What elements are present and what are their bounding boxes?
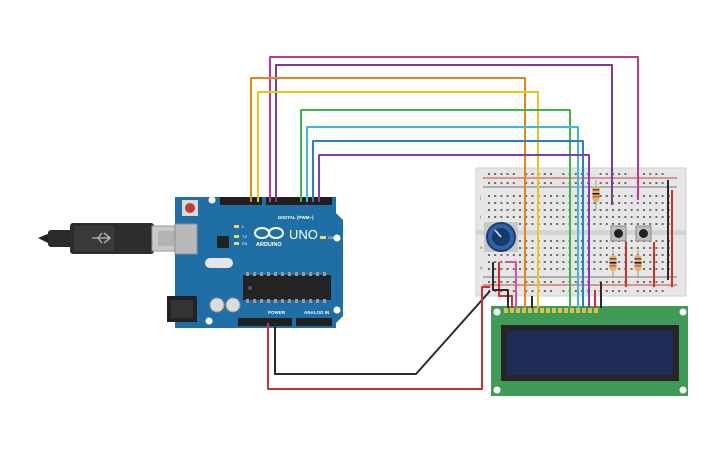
wire-orange <box>250 77 526 308</box>
crystal-oscillator <box>205 258 233 268</box>
digital-header-label: DIGITAL (PWM~) <box>278 215 314 220</box>
row-label-e: e <box>480 245 483 250</box>
led-rx <box>234 242 239 245</box>
led-on <box>320 236 326 239</box>
wire-gnd-black <box>274 290 491 375</box>
capacitor-1 <box>209 297 225 313</box>
push-button-2[interactable] <box>635 225 652 242</box>
wire-pot-pink <box>505 261 517 308</box>
resistor-3[interactable] <box>634 250 642 278</box>
digital-header[interactable] <box>220 197 332 205</box>
resistor-1[interactable] <box>592 180 600 210</box>
power-header-label: POWER <box>268 310 286 315</box>
wire-green <box>300 109 571 308</box>
led-tx <box>234 235 239 238</box>
wire-yellow <box>257 91 539 308</box>
resistor-2[interactable] <box>609 250 617 278</box>
led-rx-label: RX <box>242 241 248 246</box>
reset-button[interactable] <box>182 200 198 216</box>
wire-pot-black <box>492 262 509 308</box>
wire-blue <box>312 140 584 308</box>
usb-symbol-icon <box>92 232 112 244</box>
analog-header[interactable] <box>296 318 332 326</box>
potentiometer[interactable] <box>484 222 518 252</box>
wire-magenta <box>269 56 639 202</box>
power-header[interactable] <box>238 318 292 326</box>
usb-port <box>174 223 198 255</box>
analog-header-label: ANALOG IN <box>304 310 329 315</box>
usb-cable[interactable] <box>38 223 189 254</box>
lcd-screen <box>507 331 673 375</box>
wire-violet <box>318 154 590 308</box>
led-tx-label: TX <box>242 234 247 239</box>
wire-pot-red <box>498 262 513 308</box>
power-jack <box>167 296 197 322</box>
wire-purple <box>275 64 613 205</box>
arduino-infinity-logo-icon <box>254 227 284 239</box>
led-on-label: ON <box>328 235 334 240</box>
arduino-brand-label: ARDUINO <box>256 242 282 248</box>
row-label-a: a <box>480 265 483 270</box>
row-label-j: j <box>479 195 481 200</box>
lcd-16x2[interactable] <box>491 306 688 396</box>
wire-5v-red <box>267 286 490 390</box>
arduino-uno[interactable]: L TX RX ON ARDUINO UNO DIGITAL (PWM~) PO… <box>167 196 343 329</box>
capacitor-2 <box>225 297 241 313</box>
led-l-label: L <box>242 224 245 229</box>
led-l <box>234 225 239 228</box>
microcontroller-chip <box>243 275 331 300</box>
breadboard-row-labels: j f e a <box>479 195 483 270</box>
lcd-pin-header[interactable] <box>504 308 598 313</box>
row-label-f: f <box>480 215 482 220</box>
wires[interactable] <box>250 56 673 390</box>
usb-chip <box>217 236 229 248</box>
arduino-board <box>175 197 343 328</box>
push-button-1[interactable] <box>610 225 627 242</box>
uno-model-label: UNO <box>289 227 318 242</box>
wire-cyan <box>306 126 579 308</box>
